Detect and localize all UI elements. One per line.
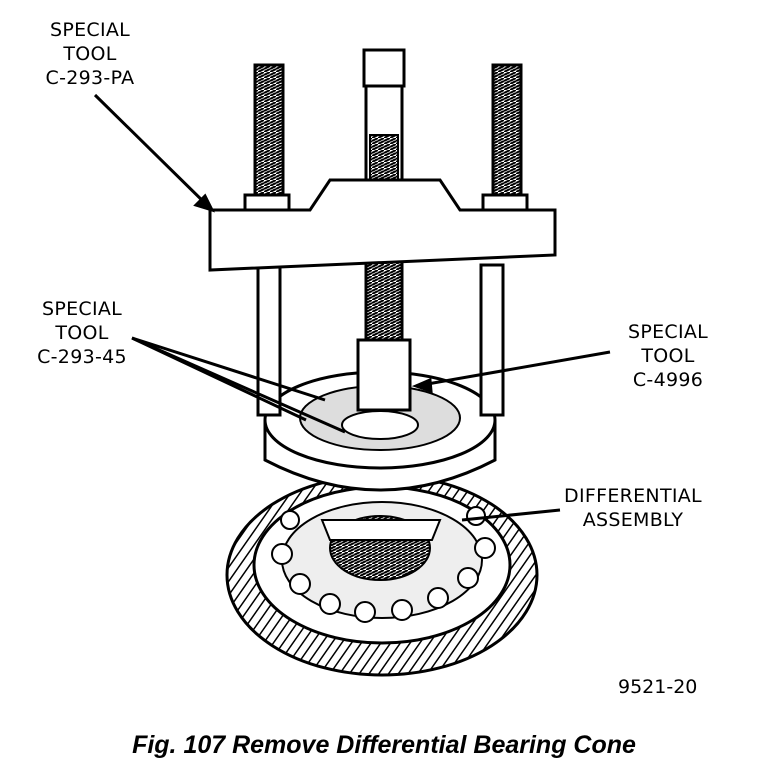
- ring-gear: [225, 473, 539, 677]
- label-tool-c-293-45: SPECIAL TOOL C-293-45: [37, 298, 127, 368]
- figure-caption: Fig. 107 Remove Differential Bearing Con…: [132, 731, 636, 759]
- label-tool-c-293-pa: SPECIAL TOOL C-293-PA: [45, 19, 135, 89]
- center-screw: [356, 48, 412, 412]
- side-rods: [256, 263, 505, 417]
- label-tool-c-4996: SPECIAL TOOL C-4996: [627, 321, 709, 391]
- leader-lines: [93, 93, 611, 522]
- collar-c-4996: [263, 370, 497, 492]
- figure-reference: 9521-20: [618, 676, 698, 698]
- label-differential-assembly: DIFFERENTIAL ASSEMBLY: [564, 485, 702, 531]
- threaded-studs: [243, 63, 529, 227]
- crossbar-c-293-pa: [208, 178, 557, 272]
